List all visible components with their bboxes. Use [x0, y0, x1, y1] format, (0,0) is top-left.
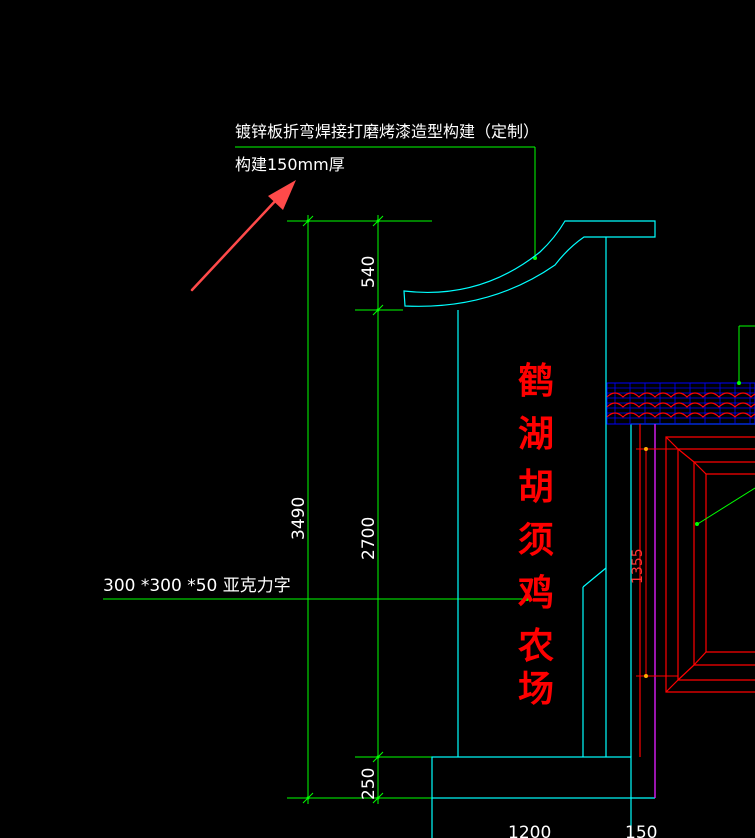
- annotation-title-line1: 镀锌板折弯焊接打磨烤漆造型构建（定制）: [235, 122, 539, 141]
- sign-text: 鹤 湖 胡 须 鸡 农 场: [518, 361, 554, 710]
- dim-dot-3: [376, 308, 380, 312]
- dim-bottom-segment: 250: [359, 768, 379, 800]
- annotation-acrylic: 300 *300 *50 亚克力字: [103, 576, 291, 596]
- sign-char-7: 场: [518, 669, 554, 710]
- dim-total-height: 3490: [289, 497, 309, 540]
- sign-char-4: 须: [518, 520, 554, 561]
- dim-dot-2: [376, 219, 380, 223]
- acrylic-leader-dot: [525, 597, 529, 601]
- right-leader-dot: [737, 381, 741, 385]
- right-panel-frames: [639, 424, 755, 757]
- roof-tile-strip: [606, 382, 755, 425]
- dim-middle-segment: 2700: [359, 517, 379, 560]
- side-dim-dot-top: [644, 447, 648, 451]
- sign-char-6: 农: [518, 626, 554, 667]
- right-leader: [738, 325, 755, 383]
- sign-char-5: 鸡: [518, 573, 554, 614]
- right-panel-leader-dot: [695, 522, 699, 526]
- dim-dot-6: [376, 796, 380, 800]
- annotation-title-line2: 构建150mm厚: [235, 155, 345, 174]
- dim-offset-width: 150: [625, 823, 657, 838]
- dim-dot-4: [376, 755, 380, 759]
- right-panel-leader: [695, 487, 755, 526]
- sign-char-1: 鹤: [518, 361, 554, 402]
- red-arrow-icon: [190, 180, 296, 292]
- side-dimension: [636, 448, 678, 677]
- dim-base-width: 1200: [508, 823, 551, 838]
- dim-dot-5: [306, 796, 310, 800]
- dim-top-segment: 540: [359, 256, 379, 288]
- sign-structure-outline: [403, 220, 755, 838]
- top-annotation-leader: [235, 146, 536, 258]
- sign-char-3: 胡: [518, 467, 554, 508]
- sign-char-2: 湖: [518, 414, 554, 455]
- side-dim-dot-bottom: [644, 674, 648, 678]
- dim-side-height: 1355: [630, 548, 646, 584]
- dim-dot-1: [306, 219, 310, 223]
